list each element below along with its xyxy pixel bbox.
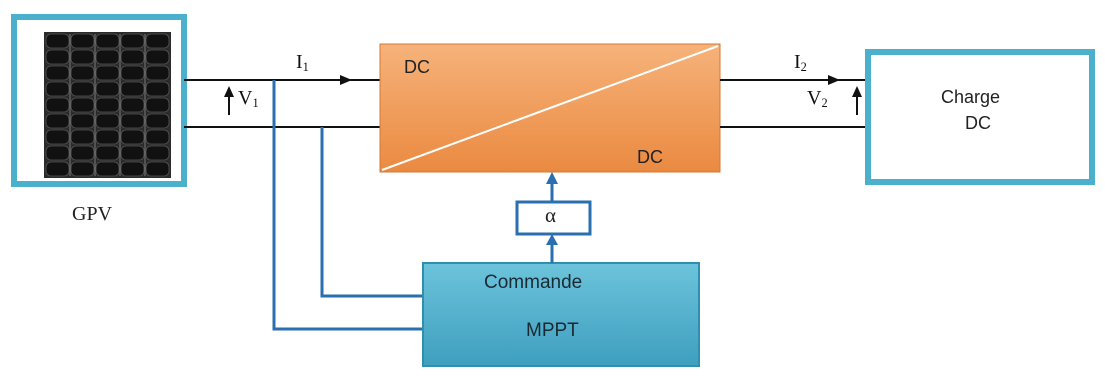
current-in-symbol: I: [296, 51, 303, 73]
solar-cell: [120, 81, 145, 97]
solar-cell: [145, 97, 170, 113]
control-to-alpha-arrow: [546, 234, 558, 245]
solar-cell: [70, 161, 95, 177]
solar-cell: [95, 81, 120, 97]
voltage-in-symbol: V: [238, 87, 253, 109]
solar-cell: [70, 129, 95, 145]
control-label-line1: Commande: [484, 272, 583, 293]
converter-diagonal: [381, 45, 719, 171]
alpha-to-converter-arrow: [546, 172, 558, 184]
current-in-arrow: [340, 75, 352, 85]
load-label-line2: DC: [965, 113, 991, 133]
solar-cell: [70, 97, 95, 113]
solar-cell: [120, 161, 145, 177]
solar-cell: [120, 33, 145, 49]
solar-cell: [70, 49, 95, 65]
solar-cell: [45, 97, 70, 113]
converter-bottom-label: DC: [637, 147, 663, 167]
solar-cell: [70, 113, 95, 129]
current-in-index: 1: [302, 60, 309, 75]
solar-cell: [45, 129, 70, 145]
sense-wire-outer: [272, 80, 423, 331]
solar-cell: [95, 129, 120, 145]
solar-cell: [70, 33, 95, 49]
solar-cell: [95, 49, 120, 65]
solar-cell: [95, 161, 120, 177]
load-box: [865, 49, 1095, 185]
load-label-line1: Charge: [941, 87, 1001, 107]
solar-cell: [145, 113, 170, 129]
solar-cell: [120, 65, 145, 81]
solar-cell: [120, 129, 145, 145]
voltage-out-arrow-head: [852, 86, 862, 97]
solar-cell: [45, 161, 70, 177]
current-out-symbol: I: [794, 51, 801, 73]
solar-cell: [120, 49, 145, 65]
solar-cell: [145, 129, 170, 145]
solar-cell: [145, 161, 170, 177]
solar-cell: [70, 145, 95, 161]
control-label-line2: MPPT: [526, 320, 579, 341]
solar-cell: [45, 49, 70, 65]
solar-cell: [45, 145, 70, 161]
solar-cell: [120, 113, 145, 129]
solar-cell: [145, 49, 170, 65]
solar-cell: [95, 97, 120, 113]
voltage-out-symbol: V: [807, 87, 822, 109]
solar-cell: [95, 113, 120, 129]
solar-cell: [45, 113, 70, 129]
voltage-out-label: V2: [807, 88, 828, 110]
solar-cell: [95, 33, 120, 49]
duty-cycle-box: [515, 200, 592, 236]
solar-cell: [120, 145, 145, 161]
solar-cell: [70, 81, 95, 97]
current-in-label: I1: [296, 52, 309, 74]
solar-cell: [95, 145, 120, 161]
voltage-in-label: V1: [238, 88, 259, 110]
sense-wire-inner: [320, 127, 423, 298]
converter-top-label: DC: [404, 57, 430, 77]
current-out-arrow: [828, 75, 840, 85]
solar-cell: [45, 65, 70, 81]
solar-cell: [145, 33, 170, 49]
current-out-index: 2: [800, 60, 807, 75]
solar-cell: [70, 65, 95, 81]
voltage-in-arrow-head: [224, 86, 234, 97]
voltage-out-index: 2: [821, 96, 828, 111]
mppt-control-block: [422, 262, 700, 367]
pv-generator-label: GPV: [72, 203, 113, 225]
solar-cell: [95, 65, 120, 81]
solar-cell: [45, 33, 70, 49]
current-out-label: I2: [794, 52, 807, 74]
solar-panel-icon: [44, 32, 171, 178]
duty-cycle-label: α: [545, 203, 557, 227]
solar-cell: [120, 97, 145, 113]
voltage-in-index: 1: [252, 96, 259, 111]
solar-cell: [145, 145, 170, 161]
solar-cell: [145, 65, 170, 81]
solar-cell: [145, 81, 170, 97]
solar-cell: [45, 81, 70, 97]
